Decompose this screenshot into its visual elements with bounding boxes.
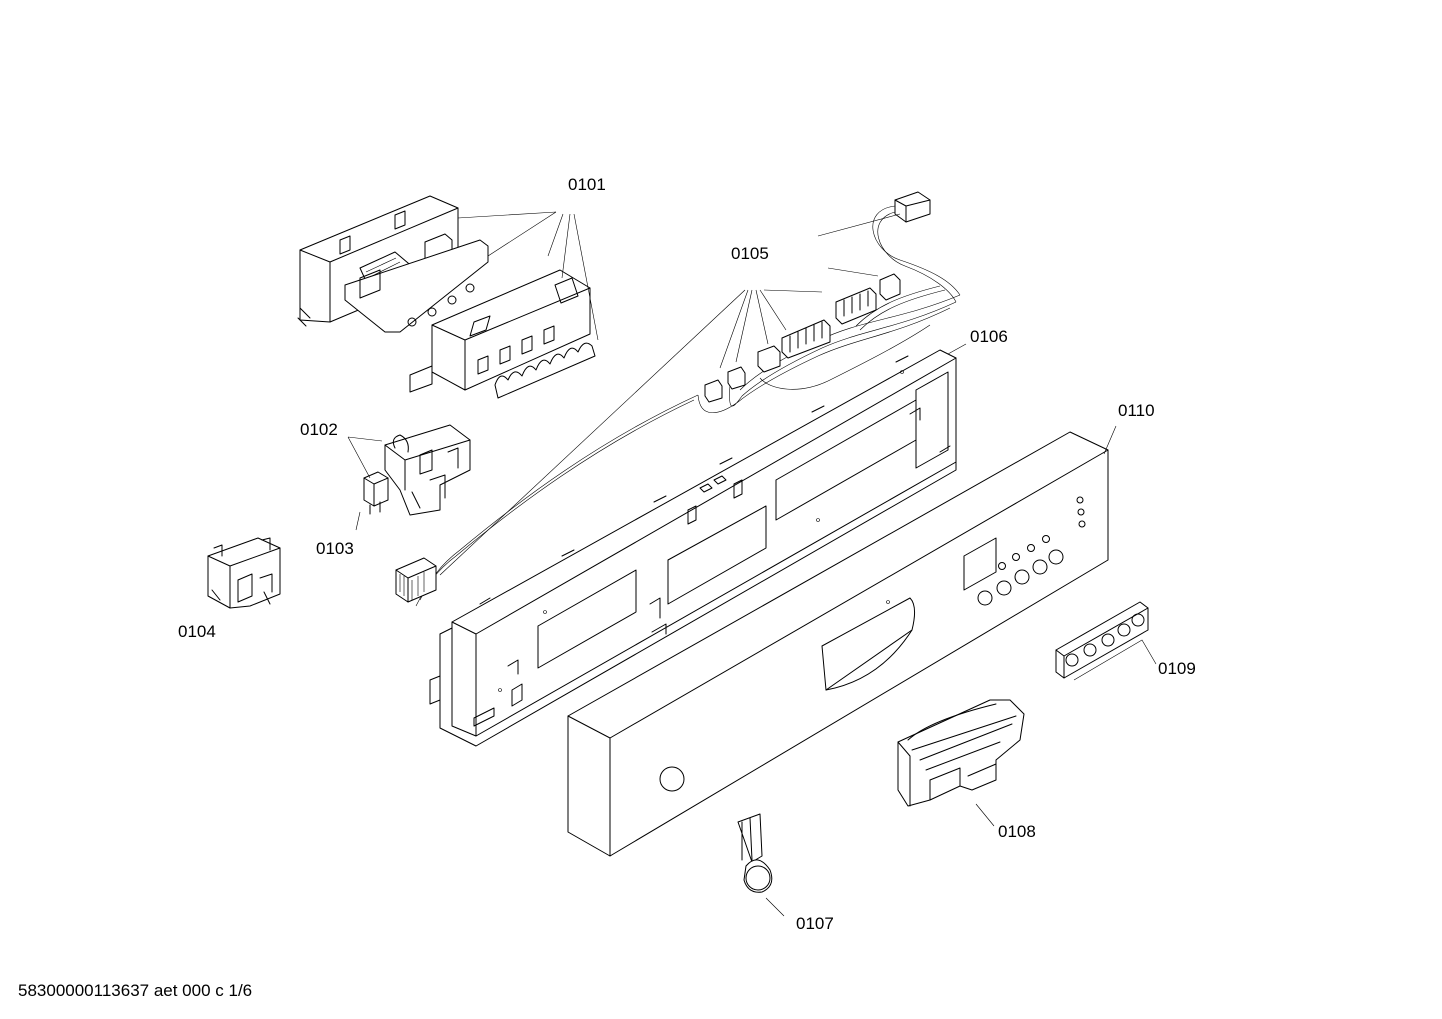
part-0109-button-strip [1055,601,1149,679]
leader-0107 [765,897,785,917]
part-0105-wiring-harness [395,191,961,607]
part-0107-selector-knob [737,813,773,893]
part-0108-door-handle [897,699,1025,807]
callout-0104: 0104 [178,622,216,641]
leader-0110 [1103,425,1117,455]
part-0102-door-lock [384,424,471,516]
leader-0105 [439,213,901,576]
callout-0109: 0109 [1158,659,1196,678]
part-0103-capacitor [363,471,389,515]
leader-0101 [457,211,599,341]
drawing-reference-code: 58300000113637 aet 000 c 1/6 [18,981,253,1000]
leader-0102-0103 [347,436,383,531]
part-0106-panel-frame [429,349,957,747]
callout-0102: 0102 [300,420,338,439]
leader-0109 [1073,639,1157,681]
callout-0106: 0106 [970,327,1008,346]
callout-0108: 0108 [998,822,1036,841]
leader-0108 [975,803,995,827]
leader-0106 [947,343,967,355]
part-0110-front-fascia [567,431,1109,857]
part-0101-electronic-module [297,195,596,399]
callout-0101: 0101 [568,175,606,194]
callout-0105: 0105 [731,244,769,263]
part-0104-switch-module [207,537,281,609]
callout-0107: 0107 [796,914,834,933]
callout-0110: 0110 [1118,401,1155,420]
callout-0103: 0103 [316,539,354,558]
